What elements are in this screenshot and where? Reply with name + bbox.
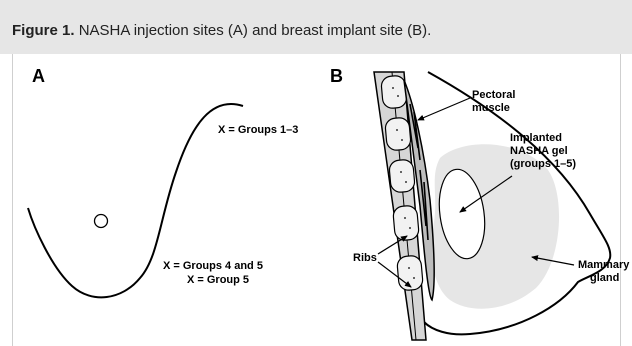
label-mammary-1: Mammary — [578, 259, 630, 271]
label-implant-1: Implanted — [510, 132, 562, 144]
label-pectoral-1: Pectoral — [472, 89, 515, 101]
label-groups-4-5: X = Groups 4 and 5 — [163, 260, 263, 272]
label-mammary-2: gland — [590, 272, 619, 284]
label-implant-2: NASHA gel — [510, 145, 568, 157]
panel-b-label: B — [330, 66, 343, 86]
injection-site-circle — [95, 215, 108, 228]
panel-a-label: A — [32, 66, 45, 86]
label-ribs: Ribs — [353, 252, 377, 264]
arrow-pectoral — [418, 98, 470, 120]
label-groups-1-3: X = Groups 1–3 — [218, 124, 298, 136]
label-implant-3: (groups 1–5) — [510, 158, 576, 170]
label-pectoral-2: muscle — [472, 102, 510, 114]
rib-column — [374, 72, 426, 340]
label-group-5: X = Group 5 — [187, 274, 249, 286]
